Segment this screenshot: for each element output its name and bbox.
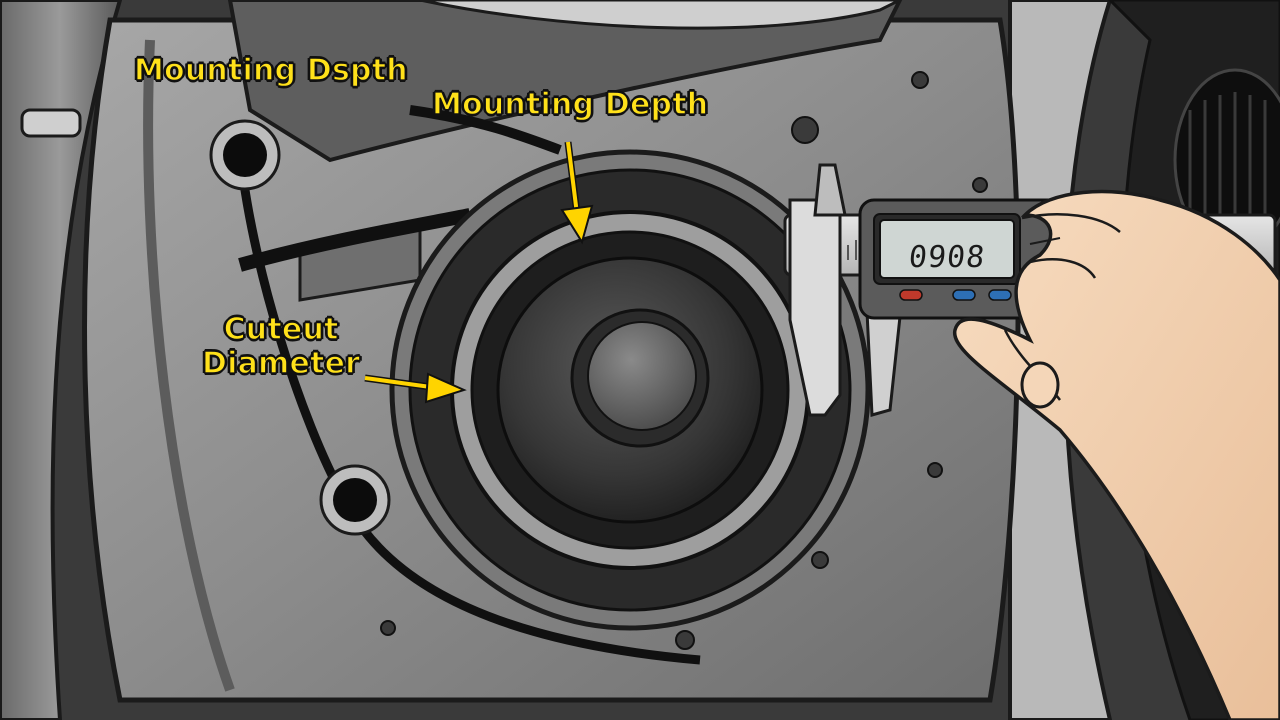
wire-strap	[238, 208, 472, 272]
hand	[953, 189, 1280, 720]
callout-arrows	[364, 141, 594, 404]
grommet-hole-bottom-left	[333, 478, 377, 522]
hand-finger-crease-2	[1029, 258, 1097, 279]
caliper-lcd-screen	[879, 219, 1015, 279]
hand-palm	[953, 189, 1280, 720]
caliper-display-reading: 0908	[907, 240, 988, 275]
speaker-dust-cap	[587, 321, 697, 431]
window-trim	[227, 0, 903, 163]
arrow-cutout-diameter	[364, 376, 439, 390]
window-trim-highlight	[419, 0, 901, 30]
vent-fins	[1188, 92, 1267, 232]
door-latch-pin	[20, 108, 82, 138]
panel-ridge-left	[143, 39, 235, 692]
grommet-hole-top-left	[223, 133, 267, 177]
arrowhead-mounting-depth	[560, 204, 594, 245]
door-speaker	[389, 149, 871, 631]
hand-finger-crease-1	[1021, 213, 1121, 233]
wire-top	[409, 105, 562, 155]
callout-mounting-depth-center: Mounting Depth	[431, 87, 709, 122]
caliper-upper-jaw	[813, 163, 847, 217]
hand-thumb	[1020, 361, 1060, 409]
callout-cutout-diameter: Cuteut Diameter	[201, 312, 361, 381]
arrowhead-cutout-diameter	[424, 372, 467, 404]
callout-mounting-depth-top-left: Mounting Dspth	[133, 53, 408, 88]
caliper-button-red	[899, 289, 923, 301]
panel-screws	[380, 71, 988, 650]
fingernail	[1029, 237, 1061, 245]
caliper-button-blue-2	[988, 289, 1012, 301]
caliper-button-blue-1	[952, 289, 976, 301]
